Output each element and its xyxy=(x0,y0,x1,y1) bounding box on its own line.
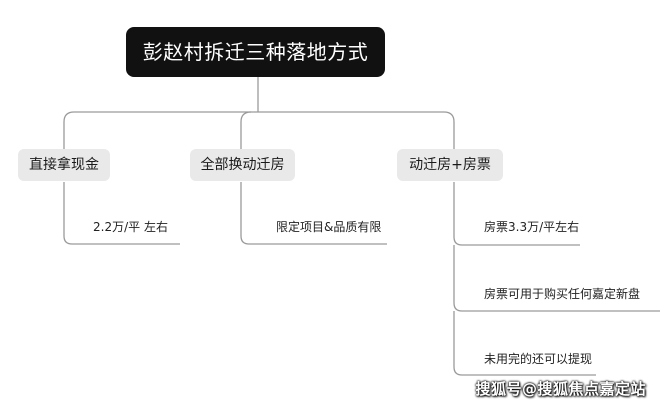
leaf-voucher-price: 房票3.3万/平左右 xyxy=(484,220,580,234)
leaf-limited-projects: 限定项目&品质有限 xyxy=(276,220,382,234)
connector-leaf-2 xyxy=(240,182,387,245)
connector-leaf-3a xyxy=(453,182,580,246)
connector-branch-2-drop xyxy=(240,111,252,149)
root-node: 彭赵村拆迁三种落地方式 xyxy=(126,27,385,77)
branch-node-cash: 直接拿现金 xyxy=(18,149,110,181)
branch-node-housing-plus-voucher: 动迁房+房票 xyxy=(397,149,503,181)
leaf-cash-price: 2.2万/平 左右 xyxy=(93,220,168,234)
connector-main-bar xyxy=(63,111,455,149)
watermark-text: 搜狐号@搜狐焦点嘉定站 xyxy=(475,380,646,398)
connector-leaf-1 xyxy=(63,182,180,245)
connector-leaf-3b xyxy=(453,245,660,312)
connector-leaf-3c xyxy=(453,311,596,376)
branch-node-relocation-housing: 全部换动迁房 xyxy=(190,149,295,181)
leaf-voucher-cashout: 未用完的还可以提现 xyxy=(484,352,593,366)
leaf-voucher-usage: 房票可用于购买任何嘉定新盘 xyxy=(484,287,641,301)
